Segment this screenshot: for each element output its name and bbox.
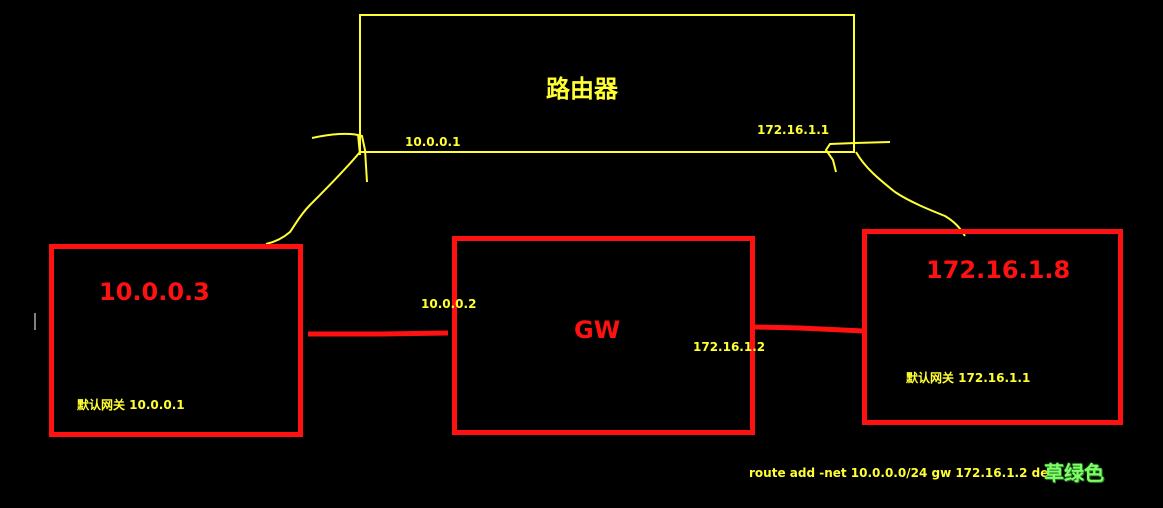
router-box bbox=[359, 14, 855, 153]
gw-box bbox=[452, 236, 755, 435]
gw-left-ip: 10.0.0.2 bbox=[421, 297, 477, 311]
right-host-box bbox=[862, 229, 1123, 425]
left-host-ip: 10.0.0.3 bbox=[99, 278, 210, 306]
router-title: 路由器 bbox=[546, 75, 618, 103]
right-host-ip: 172.16.1.8 bbox=[926, 256, 1071, 284]
gw-title: GW bbox=[574, 316, 621, 344]
left-host-box bbox=[49, 244, 303, 437]
router-left-port-mark bbox=[311, 132, 368, 183]
watermark: 草绿色 bbox=[1044, 461, 1104, 485]
wire-left-host-to-gw bbox=[308, 330, 449, 337]
wire-router-to-left-host bbox=[265, 151, 361, 245]
right-host-gateway: 默认网关 172.16.1.1 bbox=[906, 371, 1031, 385]
route-command: route add -net 10.0.0.0/24 gw 172.16.1.2… bbox=[749, 466, 1049, 480]
wire-gw-to-right-host bbox=[753, 324, 865, 334]
router-right-ip: 172.16.1.1 bbox=[757, 123, 830, 137]
router-right-port-mark bbox=[824, 141, 891, 173]
gw-right-ip: 172.16.1.2 bbox=[693, 340, 766, 354]
wire-router-to-right-host bbox=[855, 151, 966, 237]
router-left-ip: 10.0.0.1 bbox=[405, 135, 461, 149]
left-host-gateway: 默认网关 10.0.0.1 bbox=[77, 398, 185, 412]
